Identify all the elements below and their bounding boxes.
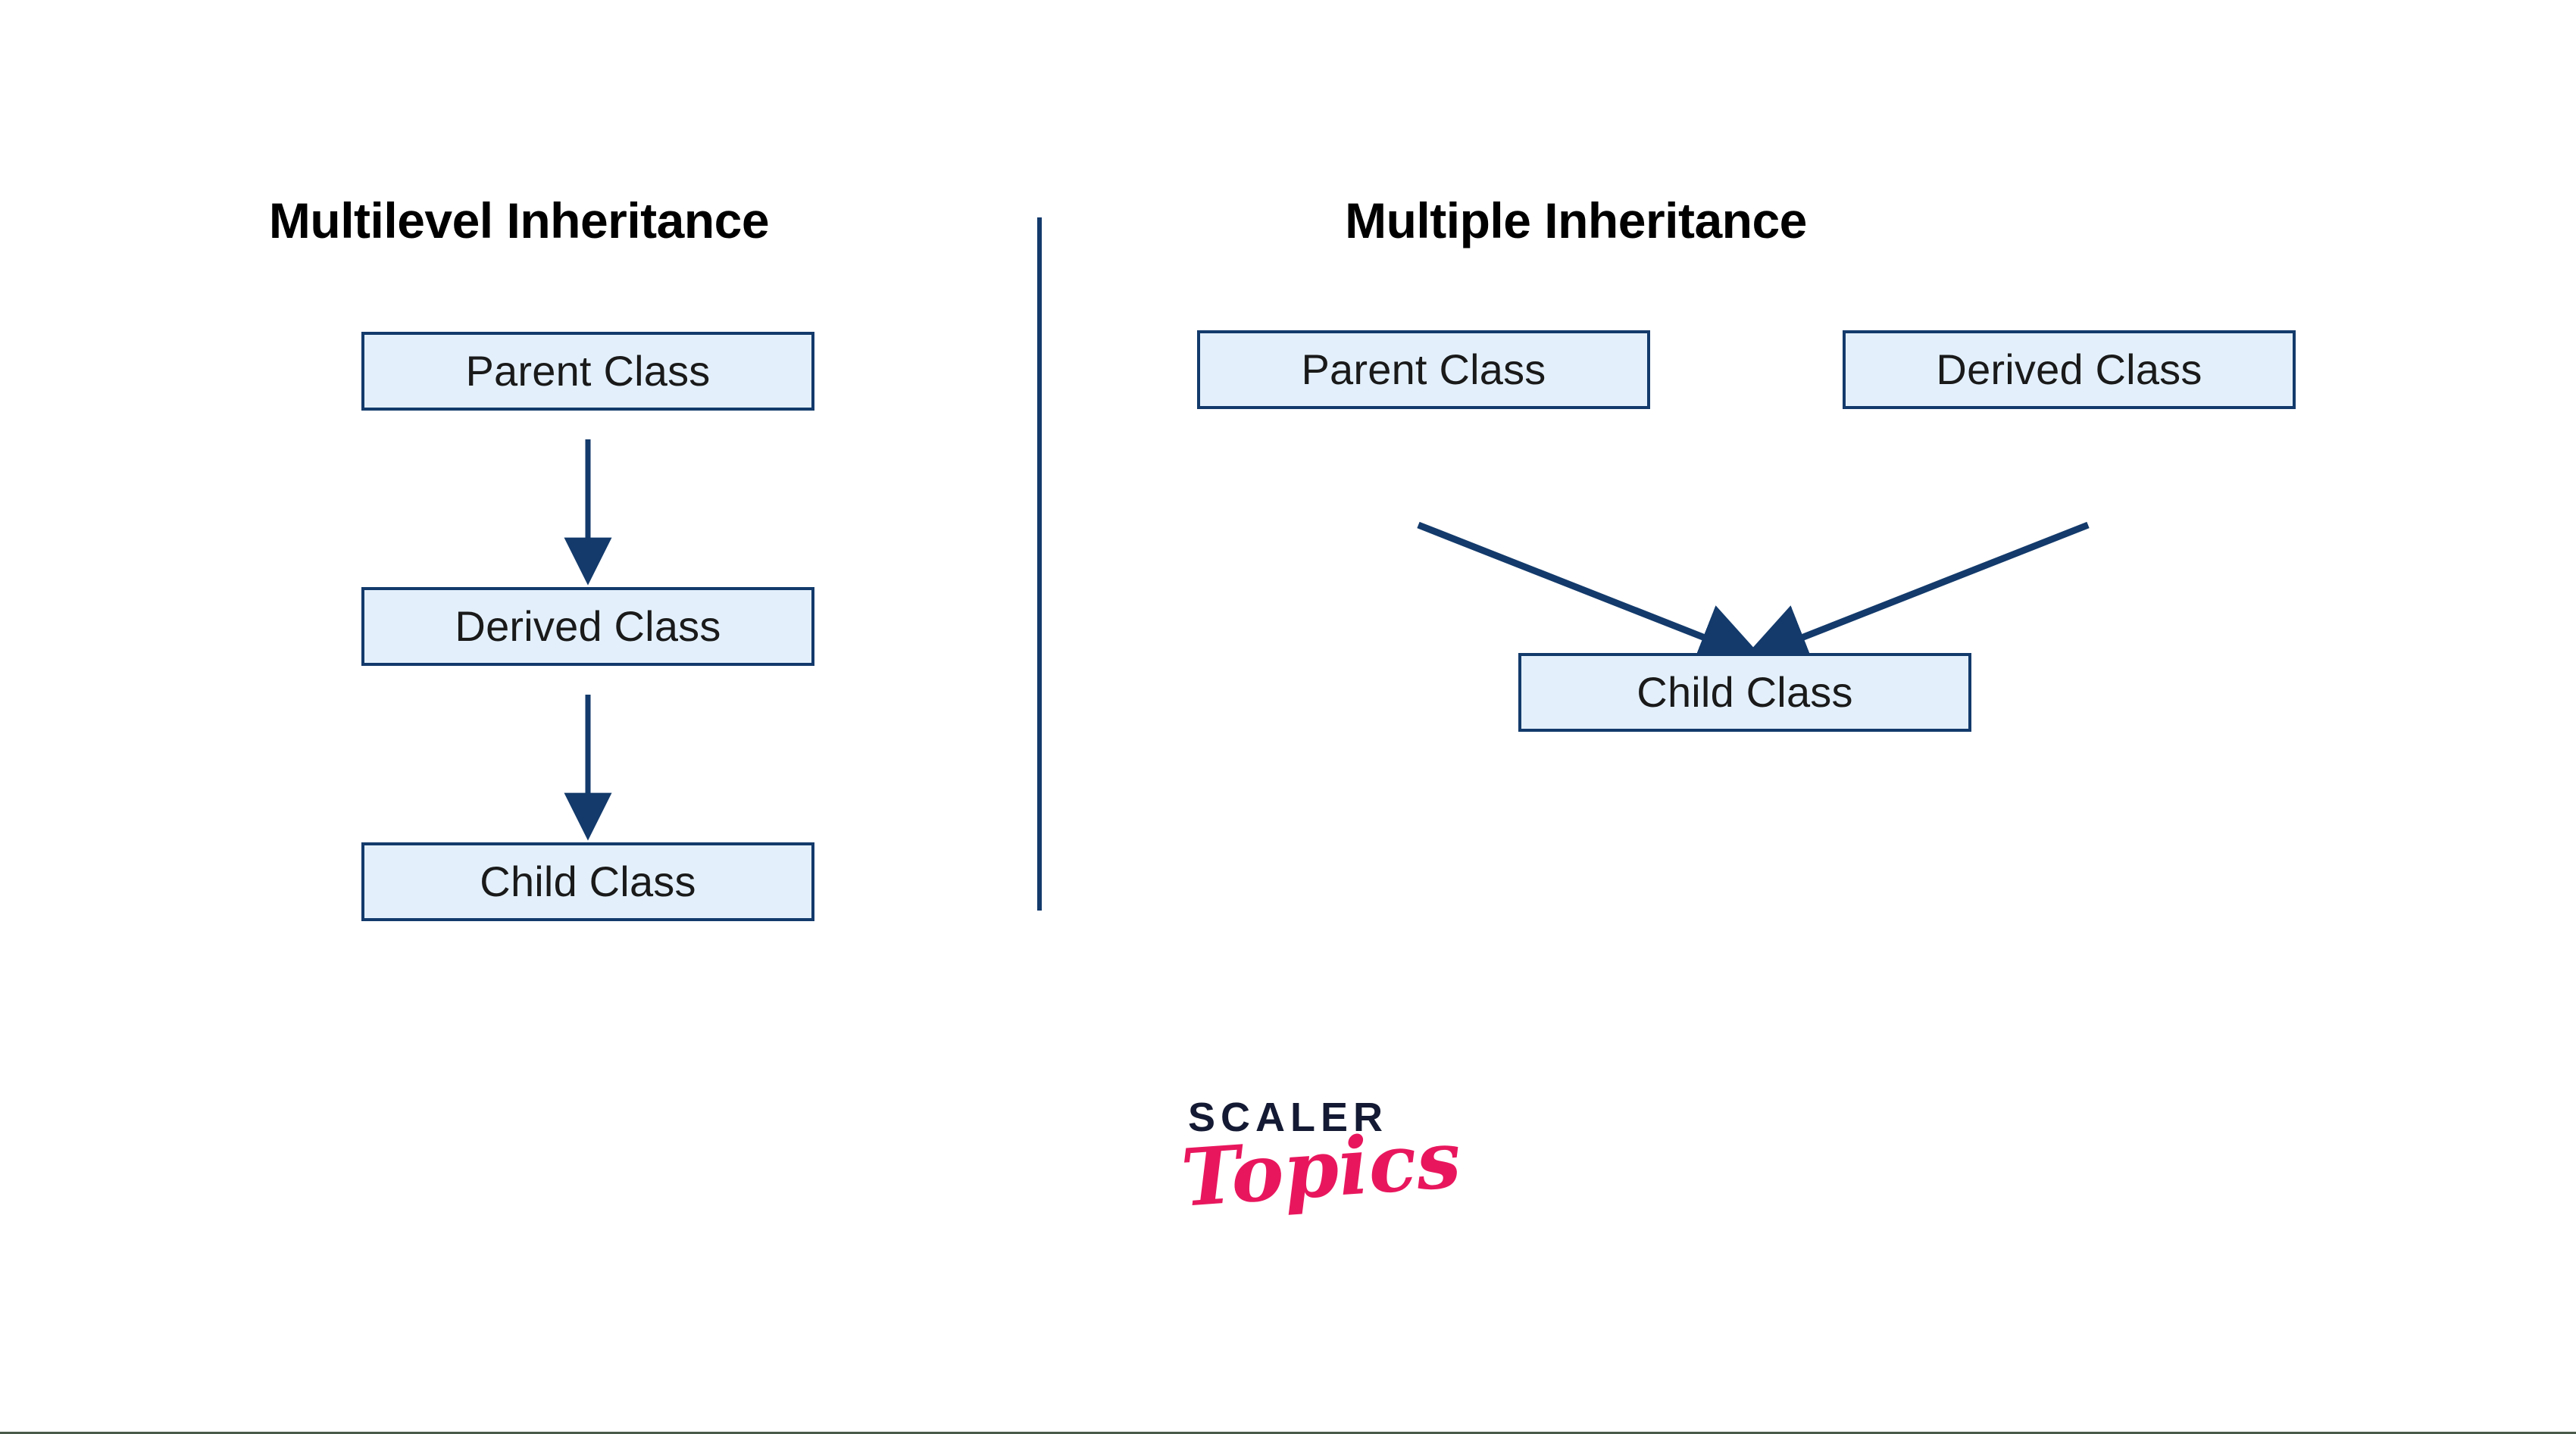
scaler-topics-logo: SCALER Topics [1178, 1095, 1464, 1309]
node-label: Parent Class [465, 347, 711, 395]
node-multiple-derived-class[interactable]: Derived Class [1843, 330, 2296, 409]
bottom-rule [0, 1432, 2576, 1434]
node-multiple-parent-class[interactable]: Parent Class [1197, 330, 1650, 409]
panel-title-multiple: Multiple Inheritance [1345, 192, 1807, 248]
node-multilevel-child-class[interactable]: Child Class [361, 842, 814, 921]
logo-scriptmark: Topics [1178, 1112, 1464, 1225]
panel-title-multilevel: Multilevel Inheritance [268, 192, 770, 248]
node-label: Child Class [1637, 668, 1853, 716]
node-multiple-child-class[interactable]: Child Class [1518, 653, 1971, 732]
node-multilevel-derived-class[interactable]: Derived Class [361, 587, 814, 666]
node-label: Parent Class [1301, 345, 1546, 393]
node-label: Derived Class [455, 602, 721, 650]
node-label: Child Class [480, 858, 696, 905]
arrow-parent-to-child [1417, 521, 1767, 669]
node-multilevel-parent-class[interactable]: Parent Class [361, 332, 814, 411]
arrow-derived-to-child-2 [1740, 521, 2090, 669]
logo-wordmark: SCALER [1188, 1095, 1389, 1140]
vertical-divider [1037, 217, 1042, 911]
node-label: Derived Class [1936, 345, 2202, 393]
